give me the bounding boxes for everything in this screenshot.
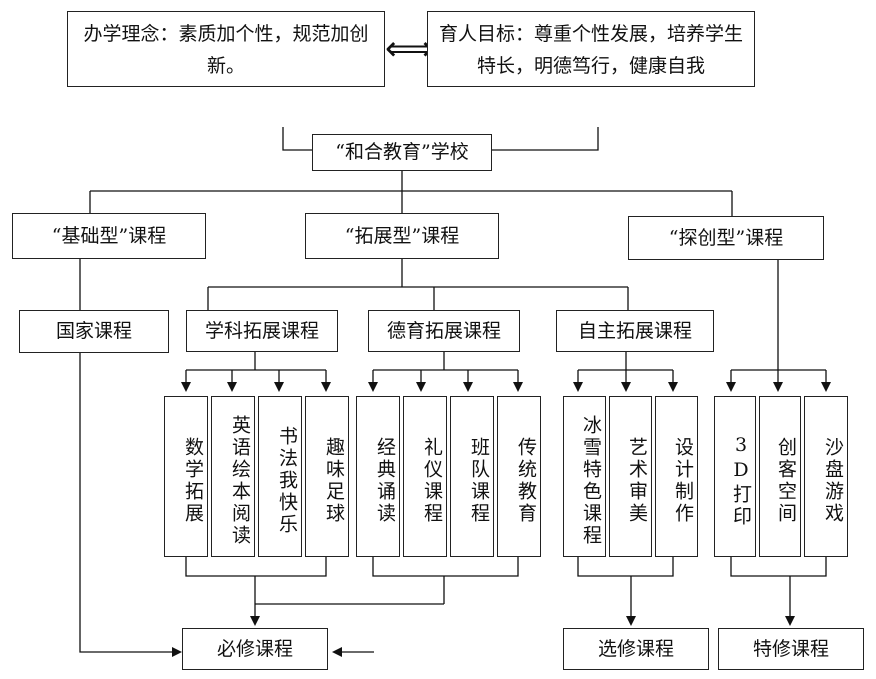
philosophy-box: 办学理念：素质加个性，规范加创新。 [67, 11, 385, 87]
leaf-innovate-2: 沙盘游戏 [804, 396, 848, 557]
philosophy-text: 办学理念：素质加个性，规范加创新。 [83, 23, 369, 77]
moral-expand-box: 德育拓展课程 [368, 310, 520, 352]
special-course-box: 特修课程 [718, 628, 864, 670]
leaf-moral-3: 传统教育 [497, 396, 541, 557]
leaf-moral-1: 礼仪课程 [403, 396, 447, 557]
self-expand-box: 自主拓展课程 [556, 310, 714, 352]
national-course-box: 国家课程 [19, 310, 169, 353]
leaf-subject-0: 数学拓展 [164, 396, 208, 557]
basic-course-box: “基础型”课程 [12, 213, 206, 259]
leaf-self-1: 艺术审美 [609, 396, 652, 557]
goal-text: 育人目标：尊重个性发展，培养学生特长，明德笃行，健康自我 [438, 23, 743, 77]
leaf-innovate-1: 创客空间 [759, 396, 801, 557]
elective-course-box: 选修课程 [563, 628, 709, 670]
expand-course-box: “拓展型”课程 [305, 213, 499, 259]
leaf-subject-1: 英语绘本阅读 [211, 396, 255, 557]
innovate-course-box: “探创型”课程 [628, 216, 824, 260]
goal-box: 育人目标：尊重个性发展，培养学生特长，明德笃行，健康自我 [427, 11, 755, 87]
leaf-moral-2: 班队课程 [450, 396, 494, 557]
leaf-subject-3: 趣味足球 [305, 396, 349, 557]
leaf-subject-2: 书法我快乐 [258, 396, 302, 557]
leaf-moral-0: 经典诵读 [356, 396, 400, 557]
leaf-innovate-0: 3D打印 [714, 396, 756, 557]
leaf-self-2: 设计制作 [655, 396, 698, 557]
school-box: “和合教育”学校 [312, 134, 492, 171]
subject-expand-box: 学科拓展课程 [186, 310, 338, 352]
double-arrow-icon: ⟺ [385, 29, 434, 69]
required-course-box: 必修课程 [182, 628, 328, 670]
leaf-self-0: 冰雪特色课程 [563, 396, 606, 557]
